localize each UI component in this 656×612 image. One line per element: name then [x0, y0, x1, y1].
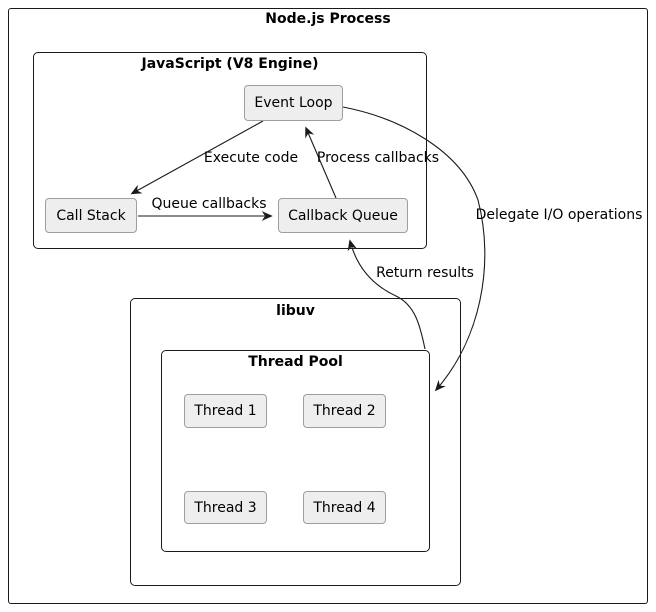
node-thread-2: Thread 2 — [303, 394, 386, 428]
node-call-stack-label: Call Stack — [56, 207, 126, 224]
node-thread-3: Thread 3 — [184, 491, 267, 524]
node-event-loop-label: Event Loop — [254, 95, 333, 111]
edge-label-delegate-io-operations: Delegate I/O operations — [475, 207, 643, 223]
edge-label-process-callbacks: Process callbacks — [316, 150, 440, 166]
node-call-stack: Call Stack — [45, 198, 137, 233]
nodejs-process-title: Node.js Process — [265, 11, 391, 27]
node-thread-4-label: Thread 4 — [313, 499, 376, 516]
node-callback-queue: Callback Queue — [278, 198, 408, 233]
node-thread-1: Thread 1 — [184, 394, 267, 428]
edge-label-execute-code: Execute code — [203, 150, 299, 166]
libuv-title: libuv — [276, 303, 315, 319]
node-thread-1-label: Thread 1 — [194, 403, 257, 419]
v8-engine-title: JavaScript (V8 Engine) — [141, 56, 319, 72]
edge-label-queue-callbacks: Queue callbacks — [151, 196, 267, 212]
node-event-loop: Event Loop — [244, 85, 343, 121]
node-thread-3-label: Thread 3 — [194, 499, 257, 516]
container-nodejs-process: Node.js Process — [8, 8, 648, 604]
node-thread-4: Thread 4 — [303, 491, 386, 524]
container-thread-pool: Thread Pool — [161, 350, 430, 552]
container-libuv: libuv — [130, 298, 461, 586]
node-thread-2-label: Thread 2 — [313, 403, 376, 419]
edge-label-return-results: Return results — [376, 265, 474, 281]
node-callback-queue-label: Callback Queue — [288, 207, 398, 224]
thread-pool-title: Thread Pool — [248, 354, 343, 370]
